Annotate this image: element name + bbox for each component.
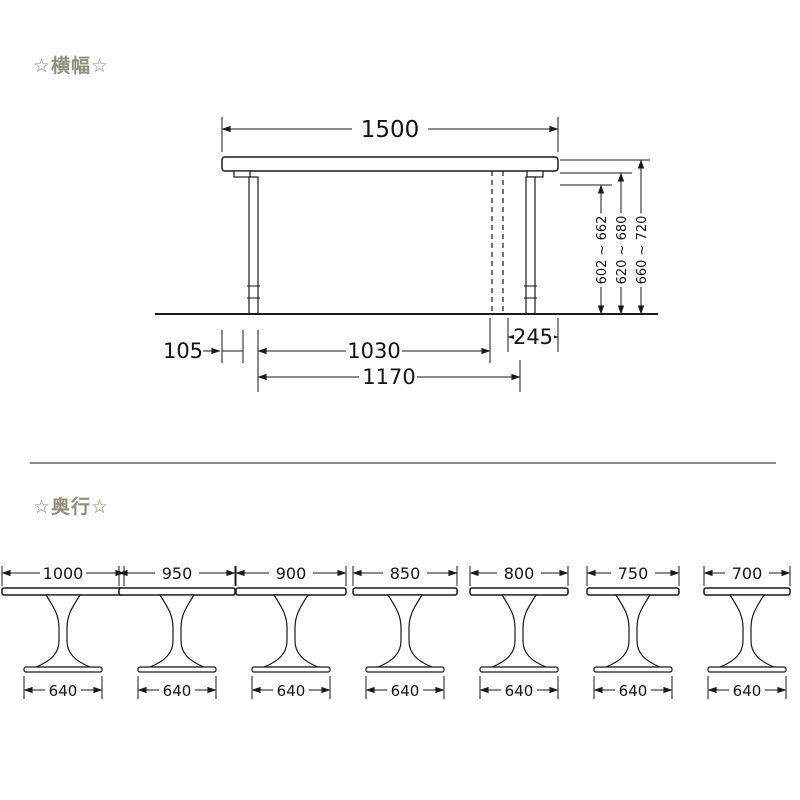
depth-base-label: 640 [619,682,648,700]
dim-245: 245 [507,318,559,352]
dim-1170: 1170 [257,360,521,392]
left-leg [248,176,259,315]
depth-section-title: ☆奥行☆ [33,496,110,518]
depth-table-2: 950 640 [118,562,236,700]
width-section-title: ☆横幅☆ [33,55,110,77]
depth-top-label: 900 [276,564,307,583]
svg-text:660 ~ 720: 660 ~ 720 [635,216,650,285]
dim-105: 105 [163,330,244,363]
depth-base-label: 640 [391,682,420,700]
depth-table-5: 800 640 [469,562,569,700]
depth-base-label: 640 [163,682,192,700]
depth-base-label: 640 [505,682,534,700]
depth-top-label: 950 [162,564,193,583]
dim-245-label: 245 [513,325,553,349]
depth-table-7: 700 640 [703,562,791,700]
depth-top-label: 700 [732,564,763,583]
height-range-label-3: 660 ~ 720 [633,213,650,287]
dim-105-label: 105 [163,339,203,363]
height-range-label-1: 602 ~ 662 [593,213,610,287]
height-range-label-2: 620 ~ 680 [613,213,630,287]
svg-text:620 ~ 680: 620 ~ 680 [615,216,630,285]
depth-base-label: 640 [49,682,78,700]
right-leg [525,176,536,315]
left-bracket [233,170,251,178]
depth-base-label: 640 [733,682,762,700]
dim-1500: 1500 [221,114,559,152]
dim-1030-label: 1030 [347,339,400,363]
depth-table-1: 1000 640 [1,562,125,700]
depth-top-label: 750 [618,564,649,583]
right-bracket [526,170,544,178]
depth-table-4: 850 640 [352,562,458,700]
depth-base-label: 640 [277,682,306,700]
depth-top-label: 850 [390,564,421,583]
dim-heights: 602 ~ 662 620 ~ 680 660 ~ 720 [560,159,650,315]
table-side-view [155,156,658,315]
depth-table-6: 750 640 [586,562,680,700]
svg-text:602 ~ 662: 602 ~ 662 [595,216,610,285]
tabletop-side [221,156,559,172]
depth-table-3: 900 640 [235,562,347,700]
dim-1030: 1030 [257,318,491,392]
dim-1170-label: 1170 [362,365,415,389]
depth-top-label: 800 [504,564,535,583]
dim-1500-label: 1500 [361,117,420,143]
depth-top-label: 1000 [43,564,84,583]
